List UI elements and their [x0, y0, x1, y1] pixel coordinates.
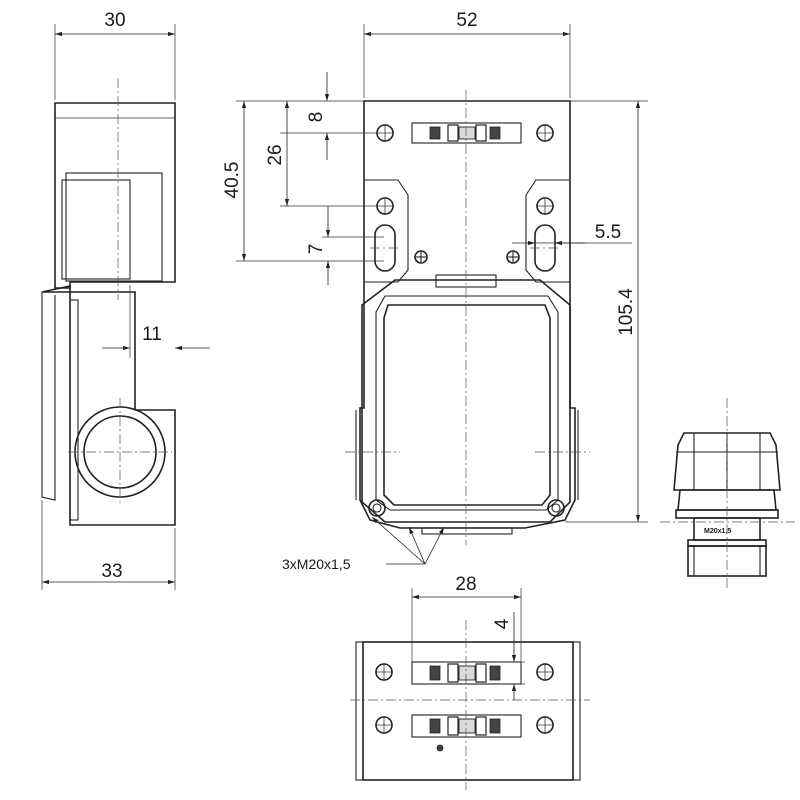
dim-front-width: 52 [456, 10, 477, 31]
dim-8: 8 [306, 112, 327, 123]
dim-105-4: 105.4 [616, 288, 637, 336]
gland-thread-label: M20x1,5 [704, 528, 731, 535]
dim-side-offset: 11 [142, 324, 162, 345]
front-screw-left [414, 250, 428, 264]
front-view: 52 8 26 40.5 7 5.5 105.4 [222, 10, 648, 572]
dim-4: 4 [492, 618, 513, 629]
front-mount-hole-top-left [376, 124, 394, 142]
front-cover-window [383, 304, 551, 506]
dim-5-5: 5.5 [595, 222, 621, 243]
side-view: 30 11 33 [41, 10, 210, 590]
front-mount-hole-top-right [536, 124, 554, 142]
top-mount-hole-2 [536, 663, 554, 681]
front-screw-bottom-right [547, 499, 565, 517]
dim-26: 26 [265, 144, 286, 165]
thread-callout: 3xM20x1,5 [282, 556, 351, 572]
cable-gland-view: M20x1,5 [660, 398, 795, 590]
dim-28: 28 [455, 574, 476, 595]
dim-7: 7 [306, 244, 327, 255]
dim-40-5: 40.5 [222, 162, 243, 199]
dim-side-width: 30 [104, 10, 125, 31]
front-screw-bottom-left [368, 499, 386, 517]
dim-side-depth: 33 [101, 561, 122, 582]
top-view: 28 4 [350, 574, 590, 790]
top-mount-hole-3 [375, 716, 393, 734]
front-screw-right [506, 250, 520, 264]
top-mount-hole-4 [536, 716, 554, 734]
top-mount-hole-1 [375, 663, 393, 681]
